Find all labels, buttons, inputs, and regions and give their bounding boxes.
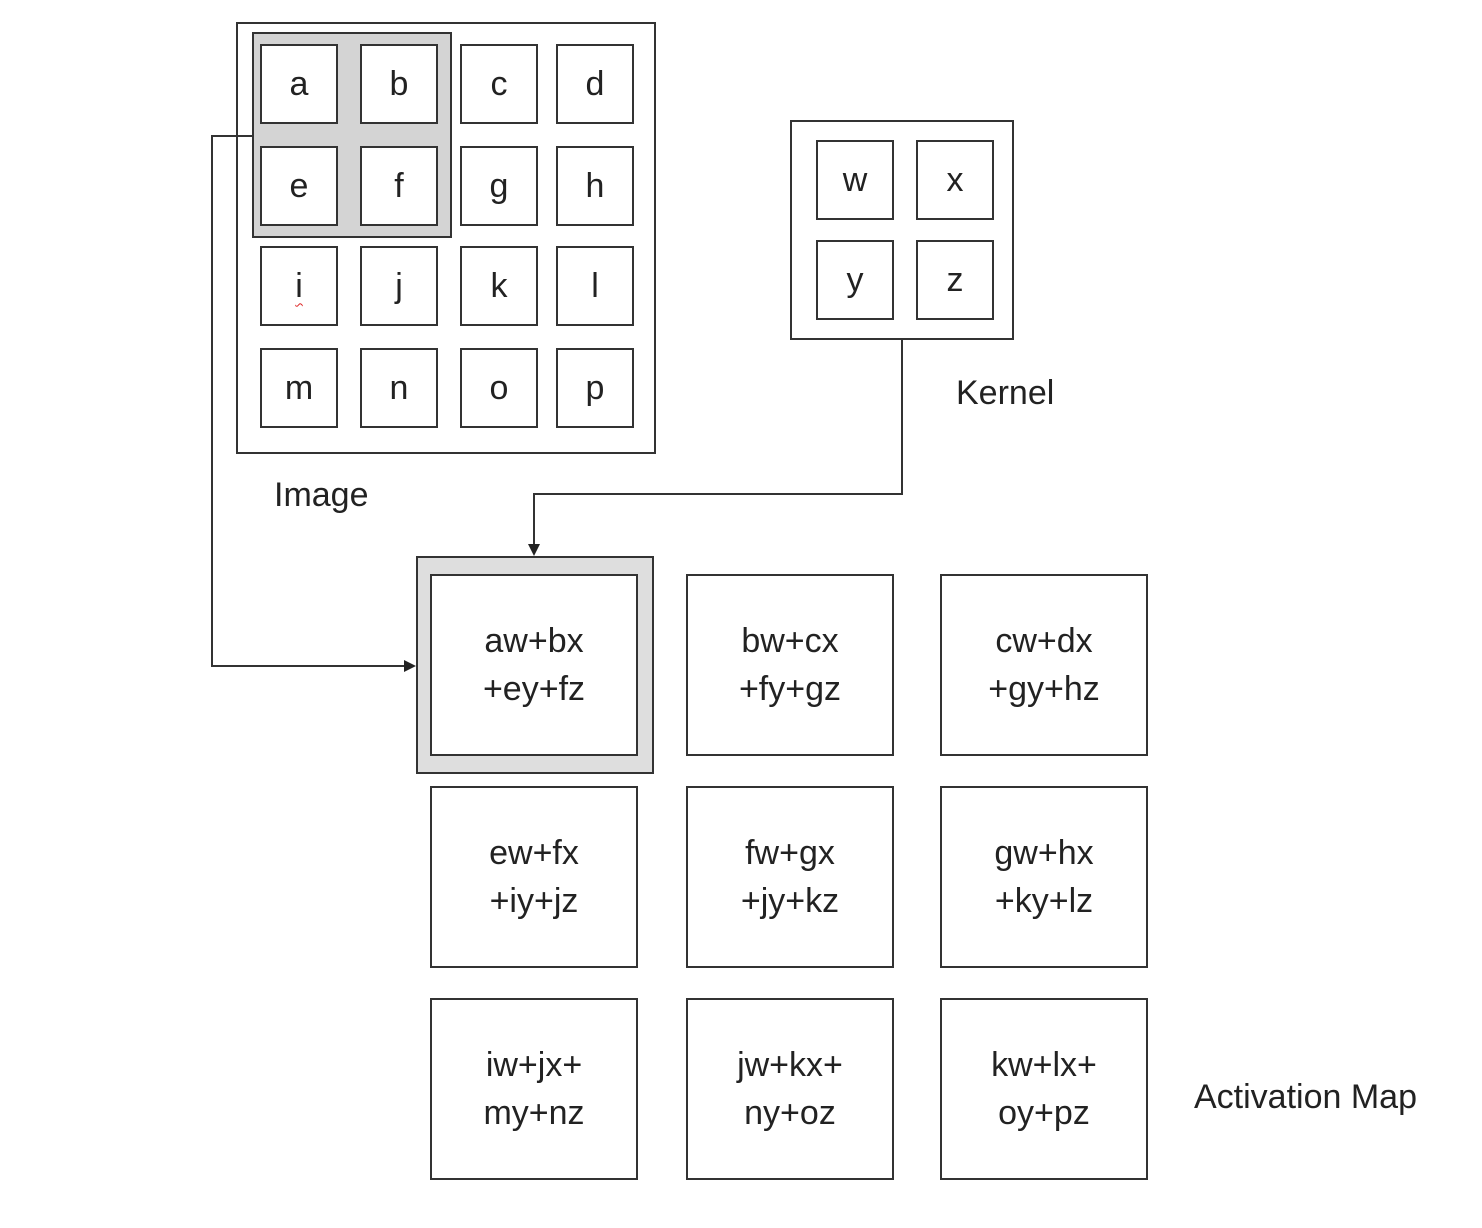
activation-cell-4: ew+fx +iy+jz xyxy=(430,786,638,968)
activation-cell-5: fw+gx +jy+kz xyxy=(686,786,894,968)
kernel-cell-y: y xyxy=(816,240,894,320)
image-cell-j: j xyxy=(360,246,438,326)
image-cell-h: h xyxy=(556,146,634,226)
kernel-label: Kernel xyxy=(956,374,1055,412)
image-cell-b: b xyxy=(360,44,438,124)
image-cell-d: d xyxy=(556,44,634,124)
image-cell-e: e xyxy=(260,146,338,226)
activation-cell-1: aw+bx +ey+fz xyxy=(430,574,638,756)
image-cell-o: o xyxy=(460,348,538,428)
image-cell-f: f xyxy=(360,146,438,226)
image-label: Image xyxy=(274,476,369,514)
kernel-cell-x: x xyxy=(916,140,994,220)
image-cell-l: l xyxy=(556,246,634,326)
activation-map-label: Activation Map xyxy=(1194,1078,1417,1116)
kernel-cell-z: z xyxy=(916,240,994,320)
activation-cell-7: iw+jx+ my+nz xyxy=(430,998,638,1180)
activation-cell-3: cw+dx +gy+hz xyxy=(940,574,1148,756)
kernel-cell-w: w xyxy=(816,140,894,220)
image-cell-a: a xyxy=(260,44,338,124)
activation-cell-8: jw+kx+ ny+oz xyxy=(686,998,894,1180)
activation-cell-9: kw+lx+ oy+pz xyxy=(940,998,1148,1180)
image-cell-m: m xyxy=(260,348,338,428)
image-cell-i: i xyxy=(260,246,338,326)
image-cell-k: k xyxy=(460,246,538,326)
image-cell-g: g xyxy=(460,146,538,226)
activation-cell-2: bw+cx +fy+gz xyxy=(686,574,894,756)
activation-cell-6: gw+hx +ky+lz xyxy=(940,786,1148,968)
image-cell-c: c xyxy=(460,44,538,124)
image-cell-i-text: i xyxy=(295,266,303,305)
image-cell-n: n xyxy=(360,348,438,428)
image-cell-p: p xyxy=(556,348,634,428)
